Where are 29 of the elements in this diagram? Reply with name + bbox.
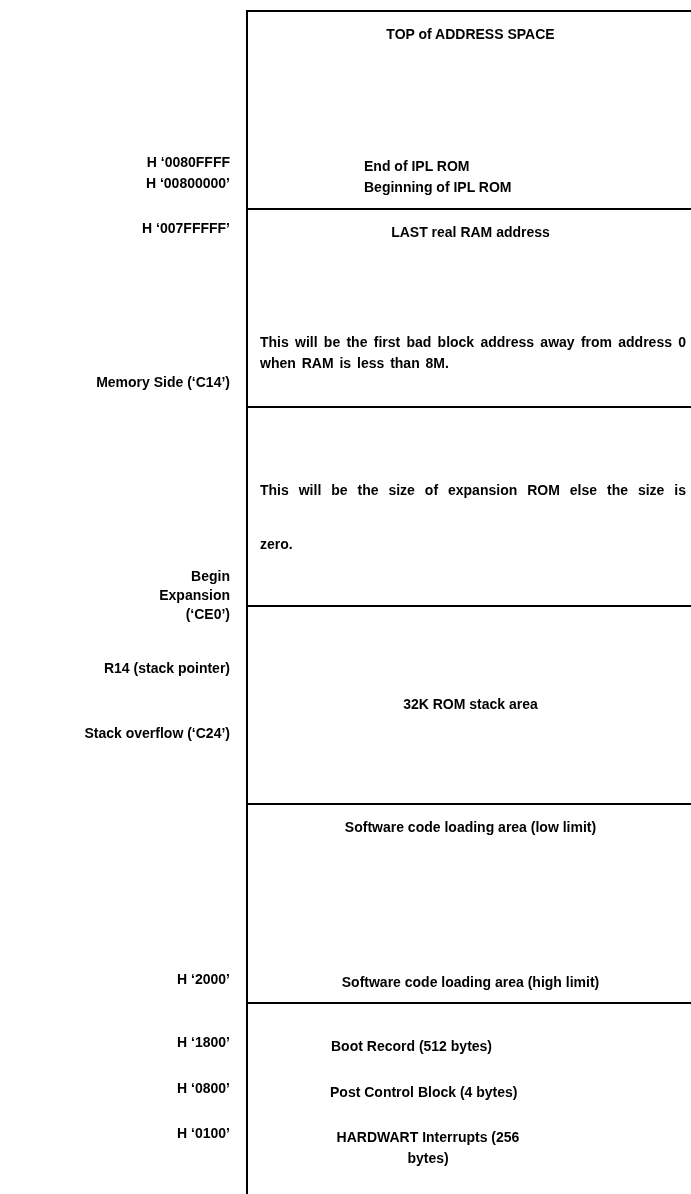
memory-region: [246, 406, 691, 605]
region-text: Post Control Block (4 bytes): [330, 1083, 519, 1102]
address-label: Memory Side (‘C14’): [95, 373, 230, 392]
memory-region: [246, 803, 691, 1002]
address-label: H ‘0100’: [176, 1124, 230, 1143]
region-text: Software code loading area (high limit): [340, 973, 601, 992]
address-label: H ‘0080FFFF: [145, 153, 230, 172]
address-label: H ‘007FFFFF’: [141, 219, 230, 238]
region-text: LAST real RAM address: [390, 223, 551, 242]
address-label: H ‘2000’: [176, 970, 230, 989]
address-label: H ‘1800’: [176, 1033, 230, 1052]
address-label: Begin Expansion (‘CE0’): [158, 567, 230, 624]
address-label: Stack overflow (‘C24’): [83, 724, 230, 743]
memory-region: [246, 1002, 691, 1194]
region-text: Boot Record (512 bytes): [331, 1037, 494, 1056]
region-text: HARDWART Interrupts (256 bytes): [335, 1128, 521, 1168]
address-label: H ‘00800000’: [144, 174, 230, 193]
address-label: H ‘0800’: [176, 1079, 230, 1098]
memory-region: [246, 10, 691, 208]
memory-region: [246, 208, 691, 406]
region-text: End of IPL ROM: [364, 157, 471, 176]
region-text: TOP of ADDRESS SPACE: [385, 25, 556, 44]
region-text: This will be the first bad block address away from address 0 when RAM is less than 8M.: [260, 333, 686, 373]
region-text: Software code loading area (low limit): [343, 818, 598, 837]
region-text: 32K ROM stack area: [402, 695, 539, 714]
memory-region: [246, 605, 691, 803]
address-label: R14 (stack pointer): [102, 659, 230, 678]
region-text: Beginning of IPL ROM: [364, 178, 513, 197]
region-text: This will be the size of expansion ROM else the size is zero.: [260, 481, 686, 554]
